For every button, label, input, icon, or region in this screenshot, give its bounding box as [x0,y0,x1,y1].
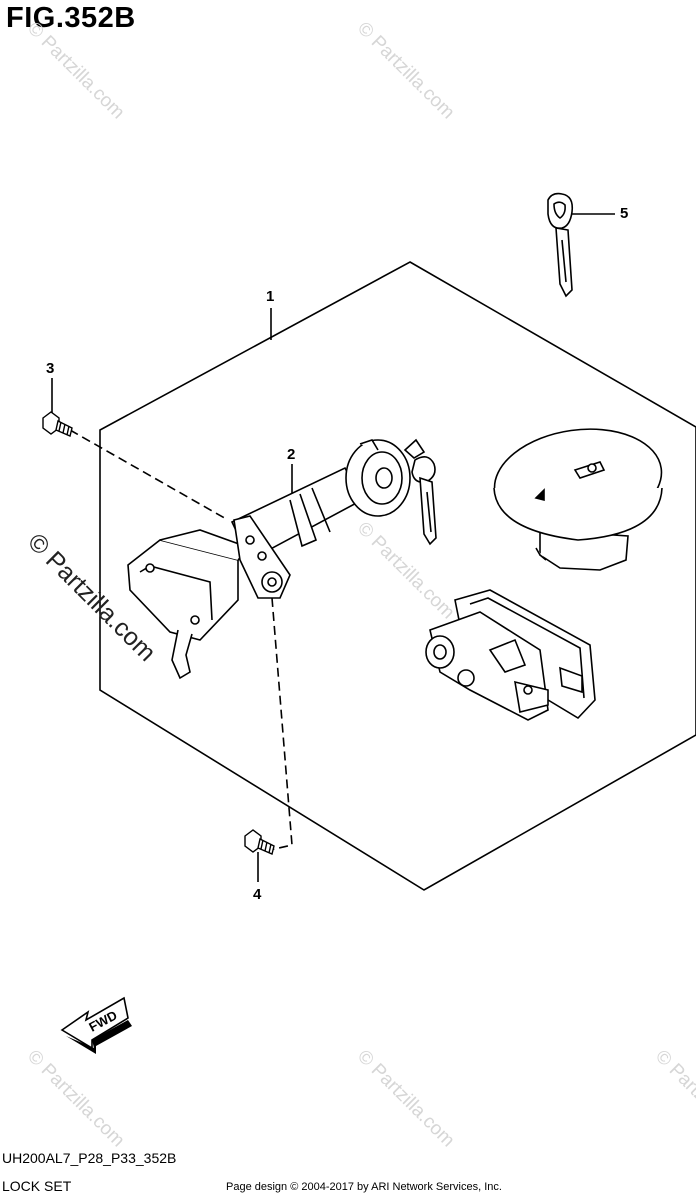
diagram-name: LOCK SET [2,1178,72,1194]
callout-4: 4 [253,886,262,903]
fuel-cap [493,428,663,571]
bolt-part-3 [42,411,73,437]
diagram-code: UH200AL7_P28_P33_352B [2,1150,177,1166]
callout-3: 3 [46,360,55,377]
assembly-outline [99,261,696,891]
steering-lock-part-2 [127,438,437,680]
copyright-notice: Page design © 2004-2017 by ARI Network S… [226,1181,502,1193]
seat-lock [425,589,596,721]
key-part-5 [547,192,574,298]
callout-1: 1 [266,288,275,305]
mount-line-upper [69,429,229,521]
mount-line-lower [269,597,293,851]
callout-5: 5 [620,205,629,222]
fwd-arrow: FWD [60,996,132,1054]
callout-2: 2 [287,446,296,463]
bolt-part-4 [244,829,275,855]
figure-title: FIG.352B [6,2,136,34]
